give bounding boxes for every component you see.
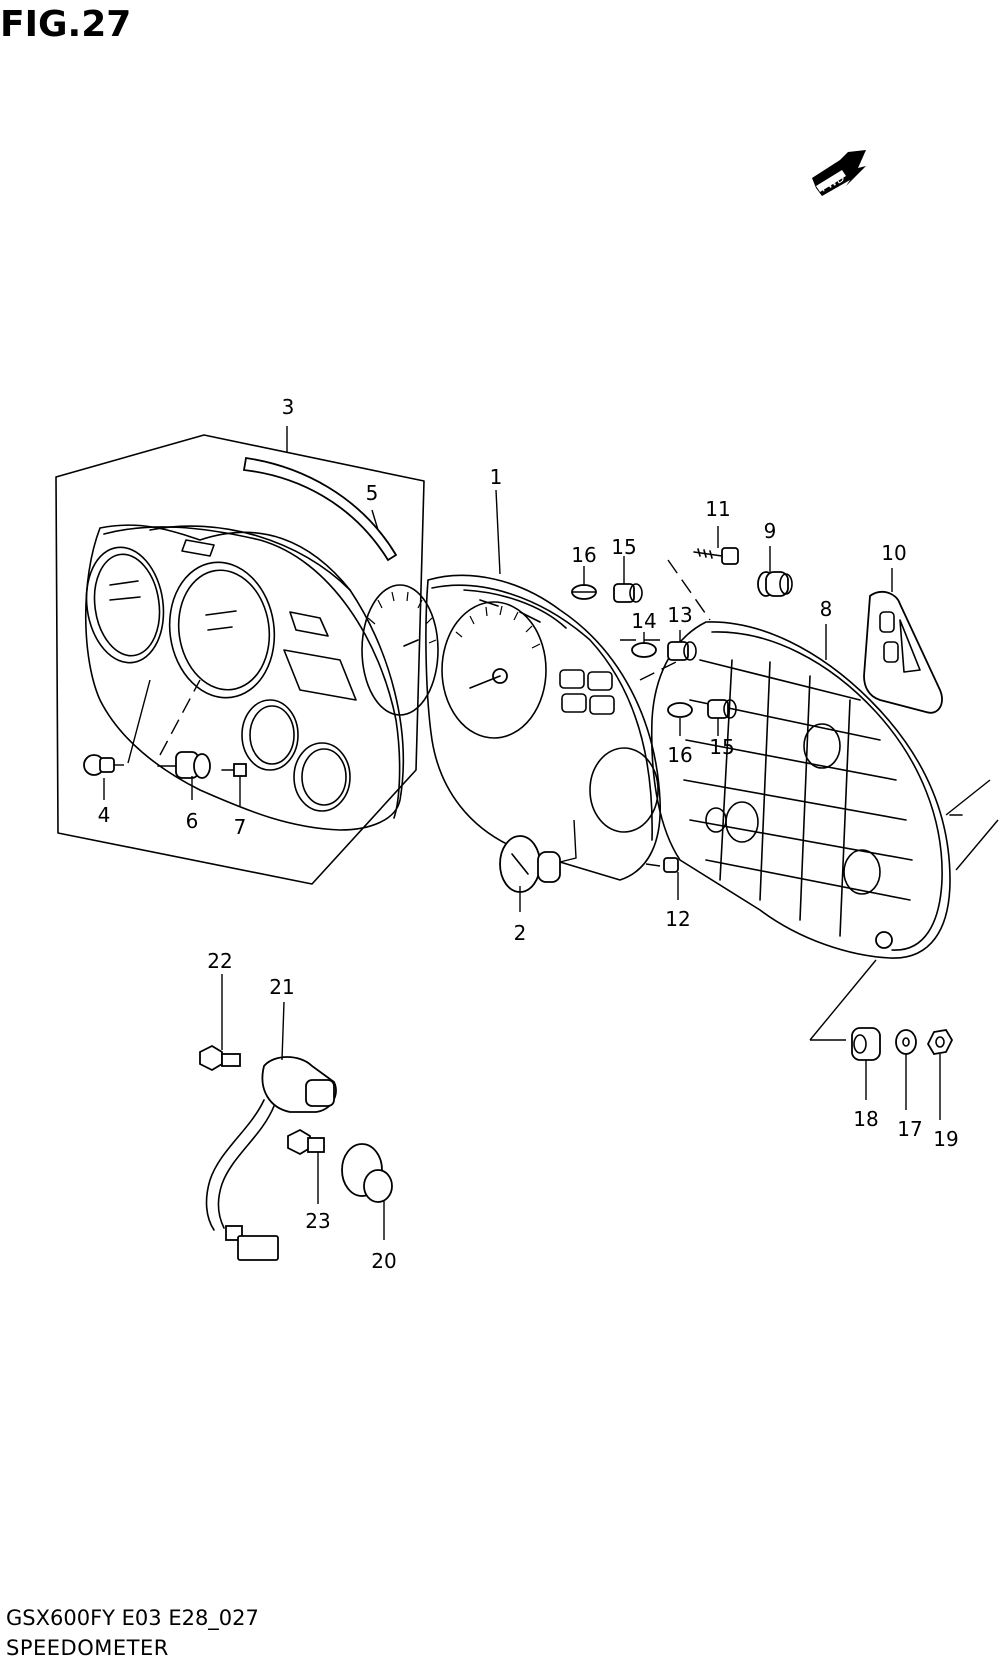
callout-5: 5 [366,481,379,505]
callout-18: 18 [853,1107,878,1131]
callout-19: 19 [933,1127,958,1151]
socket-15b [707,699,737,719]
meter-body [361,574,661,881]
bracket-part [863,590,943,714]
socket-part [157,751,211,779]
callout-22: 22 [207,949,232,973]
figure-title: FIG.27 [0,4,132,45]
callout-16a: 16 [571,543,596,567]
tachometer-ticks [367,591,437,644]
screw-12-part [645,857,679,873]
long-screw-part [693,547,739,565]
callout-11: 11 [705,497,730,521]
socket-13 [667,641,697,661]
speedometer-ticks [455,605,541,649]
nut-19 [926,1029,954,1055]
screw-part [221,763,247,777]
lens-strip [242,456,398,562]
washer-17 [895,1029,917,1055]
seal-20 [341,1143,393,1203]
fwd-arrow-icon: FWD [812,150,866,196]
callout-16b: 16 [667,743,692,767]
callout-9: 9 [764,519,777,543]
section-name: SPEEDOMETER [6,1636,169,1660]
bolt-22 [199,1044,241,1072]
meter-cover-group [55,434,425,885]
callout-13: 13 [667,603,692,627]
callout-numbers: 1 2 3 4 5 6 7 8 9 10 11 12 13 14 15 15 1… [98,395,959,1273]
callout-10: 10 [881,541,906,565]
callout-2: 2 [514,921,527,945]
lamp-part [499,819,577,912]
socket-15a [613,583,643,603]
callout-4: 4 [98,803,111,827]
cushion-18 [851,1027,881,1061]
callout-20: 20 [371,1249,396,1273]
callout-8: 8 [820,597,833,621]
callout-21: 21 [269,975,294,999]
callout-14: 14 [631,609,656,633]
callout-17: 17 [897,1117,922,1141]
callout-15a: 15 [611,535,636,559]
callout-7: 7 [234,815,247,839]
grommet-part [757,571,793,597]
meter-case [650,621,963,959]
bulb-16a [571,584,597,600]
leader-lines [103,426,941,1240]
callout-1: 1 [490,465,503,489]
callout-23: 23 [305,1209,330,1233]
bulb-16b [667,702,693,718]
callout-12: 12 [665,907,690,931]
bulb-14 [631,642,657,658]
speed-sensor-21 [205,1056,337,1261]
meter-cover [84,524,405,831]
bulb-part [83,754,124,776]
callout-15b: 15 [709,735,734,759]
callout-6: 6 [186,809,199,833]
bolt-23 [287,1128,325,1156]
callout-3: 3 [282,395,295,419]
model-code: GSX600FY E03 E28_027 [6,1606,259,1630]
